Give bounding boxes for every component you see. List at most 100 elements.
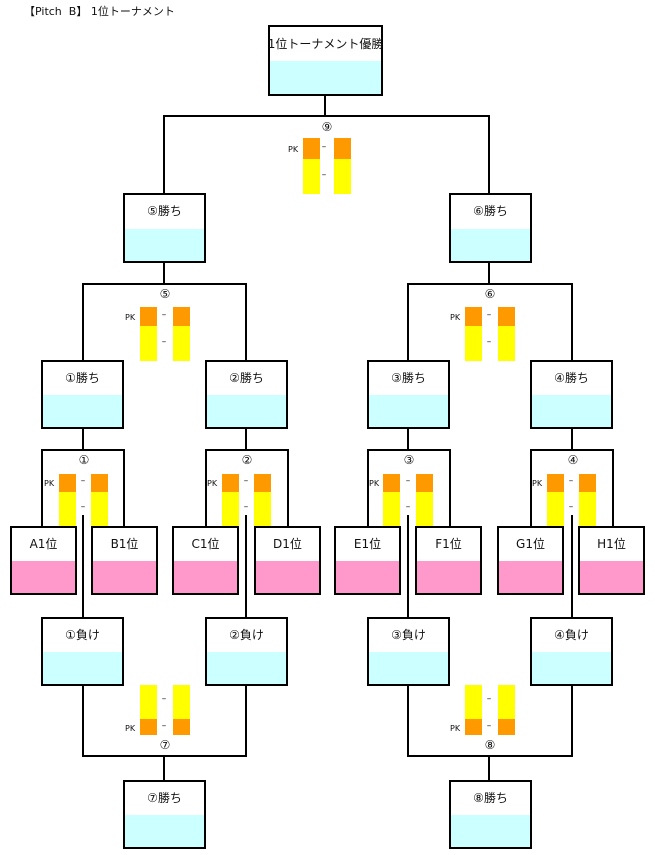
team-box[interactable]: A1位 <box>10 526 77 595</box>
score-right[interactable] <box>91 492 108 526</box>
connector <box>205 449 207 526</box>
connector <box>571 283 573 360</box>
team-box[interactable]: H1位 <box>578 526 645 595</box>
round1-winner-box[interactable]: ②勝ち <box>205 360 288 429</box>
team-box[interactable]: C1位 <box>172 526 239 595</box>
round1-loser-box[interactable]: ③負け <box>367 617 450 686</box>
round1-loser-box[interactable]: ④負け <box>530 617 613 686</box>
team-entry[interactable] <box>580 561 643 593</box>
round1-winner-box[interactable]: ①勝ち <box>41 360 124 429</box>
score-left[interactable] <box>383 492 400 526</box>
pk-score-left[interactable] <box>140 307 157 326</box>
score-left[interactable] <box>303 159 320 194</box>
match-number: ② <box>241 453 253 467</box>
pk-score-right[interactable] <box>173 307 190 326</box>
pk-score-right[interactable] <box>416 474 433 492</box>
team-box[interactable]: B1位 <box>91 526 158 595</box>
team-entry[interactable] <box>12 561 75 593</box>
connector <box>488 262 490 284</box>
score-right[interactable] <box>173 326 190 361</box>
round1-loser-box[interactable]: ②負け <box>205 617 288 686</box>
score-left[interactable] <box>222 492 239 526</box>
pk-score-right[interactable] <box>579 474 596 492</box>
pk-score-right[interactable] <box>498 307 515 326</box>
score-right[interactable] <box>173 685 190 719</box>
pk-score-left[interactable] <box>222 474 239 492</box>
round1-loser-box[interactable]: ①負け <box>41 617 124 686</box>
team-entry[interactable] <box>417 561 480 593</box>
team-box[interactable]: D1位 <box>254 526 321 595</box>
match-number: ⑨ <box>321 120 333 134</box>
round2-winner-entry[interactable] <box>125 228 204 261</box>
match-number: ⑤ <box>159 287 171 301</box>
round1-winner-entry[interactable] <box>43 395 122 427</box>
score-left[interactable] <box>59 492 76 526</box>
score-left[interactable] <box>465 326 482 361</box>
score-right[interactable] <box>416 492 433 526</box>
score-left[interactable] <box>465 685 482 719</box>
pk-score-left[interactable] <box>383 474 400 492</box>
champion-box[interactable]: 1位トーナメント優勝 <box>268 25 383 96</box>
pk-score-right[interactable] <box>91 474 108 492</box>
team-entry[interactable] <box>336 561 399 593</box>
pk-score-left[interactable] <box>465 307 482 326</box>
round2-winner-entry[interactable] <box>451 228 530 261</box>
consolation-winner-box[interactable]: ⑧勝ち <box>449 780 532 849</box>
page-title: 【Pitch B】 1位トーナメント <box>24 5 175 18</box>
team-entry[interactable] <box>93 561 156 593</box>
team-box[interactable]: F1位 <box>415 526 482 595</box>
team-entry[interactable] <box>499 561 562 593</box>
round1-winner-box[interactable]: ④勝ち <box>530 360 613 429</box>
connector <box>612 449 614 526</box>
consolation-winner-entry[interactable] <box>451 815 530 847</box>
connector <box>407 685 409 757</box>
round2-winner-label: ⑥勝ち <box>473 204 508 219</box>
team-box[interactable]: E1位 <box>334 526 401 595</box>
round1-winner-box[interactable]: ③勝ち <box>367 360 450 429</box>
score-right[interactable] <box>579 492 596 526</box>
round1-winner-label: ④勝ち <box>554 371 589 386</box>
pk-label: PK <box>450 313 461 322</box>
connector <box>571 428 573 450</box>
team-box[interactable]: G1位 <box>497 526 564 595</box>
round1-winner-entry[interactable] <box>207 395 286 427</box>
connector <box>245 428 247 450</box>
connector <box>41 449 43 526</box>
champion-entry[interactable] <box>270 61 381 94</box>
pk-score-left[interactable] <box>303 138 320 159</box>
round1-loser-entry[interactable] <box>369 652 448 684</box>
round1-loser-entry[interactable] <box>207 652 286 684</box>
score-right[interactable] <box>334 159 351 194</box>
score-left[interactable] <box>547 492 564 526</box>
score-right[interactable] <box>498 326 515 361</box>
pk-score-left[interactable] <box>547 474 564 492</box>
score-left[interactable] <box>140 685 157 719</box>
score-right[interactable] <box>254 492 271 526</box>
pk-score-right[interactable] <box>254 474 271 492</box>
pk-score-left[interactable] <box>465 719 482 735</box>
round1-winner-entry[interactable] <box>532 395 611 427</box>
pk-score-left[interactable] <box>140 719 157 735</box>
connector <box>163 262 165 284</box>
pk-score-right[interactable] <box>334 138 351 159</box>
round1-loser-entry[interactable] <box>43 652 122 684</box>
consolation-winner-box[interactable]: ⑦勝ち <box>123 780 206 849</box>
round1-loser-entry[interactable] <box>532 652 611 684</box>
consolation-winner-entry[interactable] <box>125 815 204 847</box>
team-entry[interactable] <box>256 561 319 593</box>
consolation-winner-label: ⑧勝ち <box>473 791 508 806</box>
score-right[interactable] <box>498 685 515 719</box>
round2-winner-box[interactable]: ⑥勝ち <box>449 193 532 263</box>
match-number: ⑦ <box>159 738 171 752</box>
round1-winner-entry[interactable] <box>369 395 448 427</box>
pk-score-left[interactable] <box>59 474 76 492</box>
score-left[interactable] <box>140 326 157 361</box>
connector <box>163 115 489 117</box>
pk-label: PK <box>125 313 136 322</box>
pk-score-right[interactable] <box>173 719 190 735</box>
connector <box>163 115 165 193</box>
team-entry[interactable] <box>174 561 237 593</box>
round2-winner-box[interactable]: ⑤勝ち <box>123 193 206 263</box>
pk-score-right[interactable] <box>498 719 515 735</box>
pk-separator: – <box>486 721 492 731</box>
